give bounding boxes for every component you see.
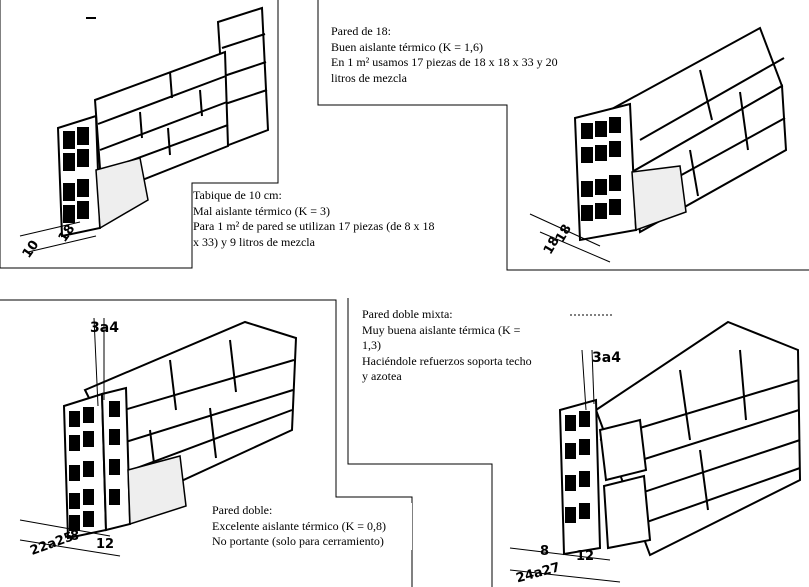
caption-pared-18-line-3: litros de mezcla bbox=[331, 70, 407, 85]
caption-pared-doble: Pared doble: Excelente aislante térmico … bbox=[212, 503, 412, 550]
pared-doble-mixta-dimensions bbox=[509, 547, 621, 583]
panel-border-pared-18 bbox=[317, 0, 809, 271]
panel-border-pared-doble-mixta bbox=[347, 298, 493, 587]
pared-doble-dim-12: 12 bbox=[96, 537, 114, 552]
pared-doble-mixta-dim-3a4: 3a4 bbox=[592, 350, 621, 366]
caption-pared-doble-mixta-line-3: Haciéndole refuerzos soporta techo bbox=[362, 353, 532, 368]
pared-18-dimensions bbox=[529, 213, 611, 263]
caption-pared-doble-mixta-title: Pared doble mixta: bbox=[362, 307, 453, 321]
caption-pared-doble-mixta: Pared doble mixta: Muy buena aislante té… bbox=[362, 307, 552, 385]
pared-doble-mixta-dim-8: 8 bbox=[540, 544, 549, 559]
panel-border-pared-doble bbox=[0, 299, 413, 587]
caption-tabique-10: Tabique de 10 cm: Mal aislante térmico (… bbox=[193, 188, 476, 250]
pared-doble-dim-22a25: 22a25 bbox=[28, 529, 75, 558]
pared-doble-dimensions bbox=[19, 519, 121, 557]
caption-pared-18-line-2: En 1 m² usamos 17 piezas de 18 x 18 x 33… bbox=[331, 55, 558, 69]
pared-doble-mixta-dim-12: 12 bbox=[576, 549, 594, 564]
pared-doble-wall-drawing bbox=[62, 317, 298, 540]
tabique-wall-drawing bbox=[56, 6, 270, 238]
caption-tabique-line-2: Para 1 m² de pared se utilizan 17 piezas… bbox=[193, 219, 435, 233]
pared-doble-mixta-wall-drawing bbox=[558, 320, 802, 557]
caption-pared-doble-line-1: Excelente aislante térmico (K = 0,8) bbox=[212, 518, 387, 533]
pared-doble-dim-8: 8 bbox=[70, 529, 79, 544]
caption-pared-doble-mixta-line-2: 1,3) bbox=[362, 338, 381, 352]
caption-tabique-title: Tabique de 10 cm: bbox=[193, 188, 282, 202]
pared-18-wall-drawing bbox=[573, 26, 788, 242]
tabique-dimensions bbox=[19, 221, 97, 253]
pared-doble-mixta-dim-24a27: 24a27 bbox=[515, 560, 562, 586]
caption-pared-doble-mixta-line-4: y azotea bbox=[362, 369, 402, 383]
caption-pared-doble-mixta-line-1: Muy buena aislante térmica (K = bbox=[362, 322, 521, 337]
panel-border-tabique bbox=[0, 0, 279, 269]
tabique-dim-10: 10 bbox=[20, 238, 43, 261]
caption-pared-doble-line-2: No portante (solo para cerramiento) bbox=[212, 534, 384, 548]
pared-doble-dim-3a4: 3a4 bbox=[90, 320, 119, 336]
caption-pared-doble-title: Pared doble: bbox=[212, 503, 273, 517]
caption-tabique-line-3: x 33) y 9 litros de mezcla bbox=[193, 234, 315, 249]
caption-pared-18-line-1: Buen aislante térmico (K = 1,6) bbox=[331, 39, 484, 54]
caption-pared-18: Pared de 18: Buen aislante térmico (K = … bbox=[331, 24, 596, 86]
caption-tabique-line-1: Mal aislante térmico (K = 3) bbox=[193, 203, 331, 218]
caption-pared-18-title: Pared de 18: bbox=[331, 24, 391, 38]
